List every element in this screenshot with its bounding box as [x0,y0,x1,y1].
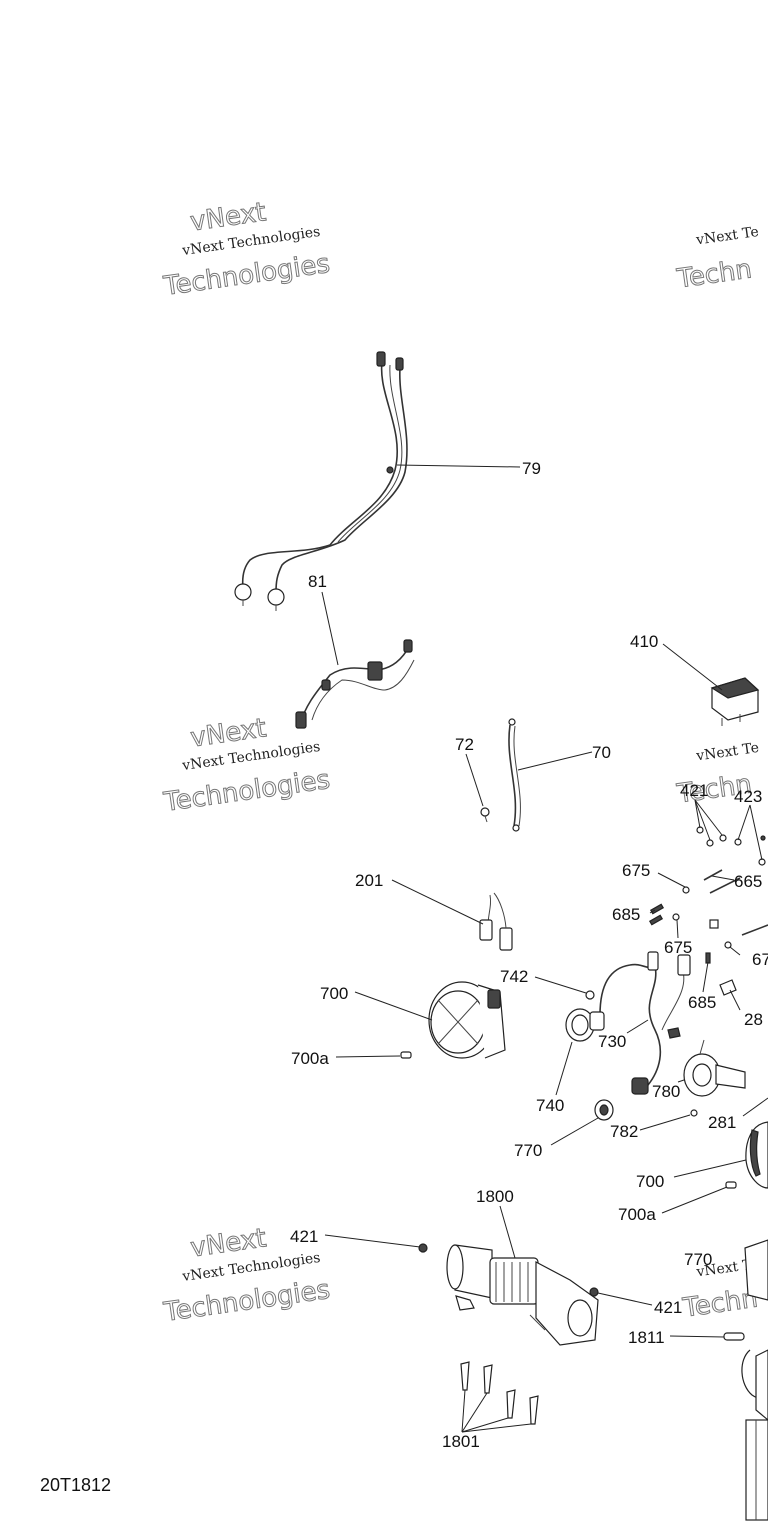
callout-782: 782 [610,1122,638,1141]
part-742-nut [585,990,595,1000]
part-700a-bulb-left [400,1051,412,1059]
callout-685-left: 685 [612,905,640,924]
part-1800-winch [446,1244,599,1346]
callout-685-right: 685 [688,993,716,1012]
callout-730: 730 [598,1032,626,1051]
part-1801-bolts [460,1361,539,1425]
watermark-small-partial: vNext Te [694,224,760,249]
part-740-socket [565,1008,605,1042]
watermark-big-partial: Techn [675,254,754,294]
callout-1800: 1800 [476,1187,514,1206]
part-770-socket [594,1099,614,1121]
callout-740: 740 [536,1096,564,1115]
part-70-strap [508,718,521,832]
callout-742: 742 [500,967,528,986]
part-421-nut-left [418,1243,428,1253]
watermark-big-top: vNext [189,1223,268,1263]
callout-700a-left: 700a [291,1049,329,1068]
diagram-code: 20T1812 [40,1475,111,1495]
callout-770-lower: 770 [684,1250,712,1269]
callout-423: 423 [734,787,762,806]
callout-81: 81 [308,572,327,591]
watermark-1: vNext vNext Technologies Technologies [161,197,333,303]
callout-700-right: 700 [636,1172,664,1191]
callout-675-top: 675 [622,861,650,880]
callout-28: 28 [744,1010,763,1029]
part-1811-pin [723,1332,745,1341]
callout-665: 665 [734,872,762,891]
part-421-nut-right [589,1287,599,1297]
callout-70: 70 [592,743,611,762]
part-72-screw [480,807,490,823]
callout-67: 67 [752,950,768,969]
callout-700-left: 700 [320,984,348,1003]
callout-700a-right: 700a [618,1205,656,1224]
part-782-screw [690,1109,698,1117]
watermark-big-top: vNext [188,197,267,237]
callout-780: 780 [652,1082,680,1101]
callout-201: 201 [355,871,383,890]
callout-79: 79 [522,459,541,478]
part-79-harness [234,351,408,611]
callout-421-left: 421 [290,1227,318,1246]
watermark-4: vNext Te Techn [674,224,760,295]
callout-1811: 1811 [628,1328,665,1347]
callout-675-mid: 675 [664,938,692,957]
callout-281: 281 [708,1113,736,1132]
part-410-relay [710,677,760,726]
callout-1801: 1801 [442,1432,480,1451]
part-780-horn [667,1027,746,1097]
part-700-headlight-right [745,1121,768,1189]
callout-421-right: 421 [654,1298,682,1317]
callout-410: 410 [630,632,658,651]
part-hook-assembly [741,1239,768,1521]
part-730-socket-harness [599,951,691,1095]
part-700a-bulb-right [725,1181,737,1189]
watermark-small-partial: vNext Te [694,740,760,765]
hardware-665-675-685 [648,869,768,996]
part-81-harness [295,639,415,729]
callout-421-top: 421 [680,781,708,800]
callout-770-top: 770 [514,1141,542,1160]
part-201-connector [479,892,513,951]
callout-72: 72 [455,735,474,754]
part-700-headlight-left [428,981,506,1059]
